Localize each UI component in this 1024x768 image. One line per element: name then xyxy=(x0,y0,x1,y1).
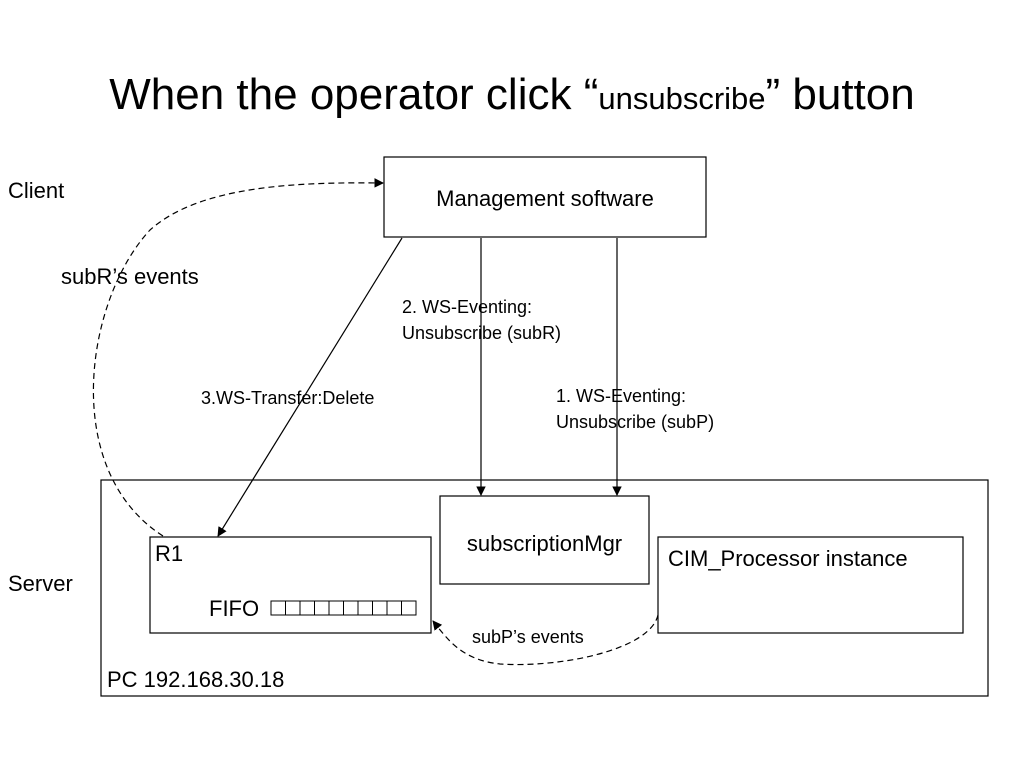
fifo-cell xyxy=(386,600,402,616)
title-prefix: When the operator click “ xyxy=(109,70,599,119)
fifo-cell xyxy=(285,600,301,616)
arrow-ws-transfer-delete xyxy=(217,237,403,537)
subscription-mgr-box xyxy=(439,495,650,585)
cim-processor-label: CIM_Processor instance xyxy=(668,546,908,571)
arrow-subp-events xyxy=(432,614,659,666)
fifo-cell xyxy=(328,600,344,616)
fifo-cell xyxy=(343,600,359,616)
fifo-cell xyxy=(270,600,286,616)
fifo-cell xyxy=(357,600,373,616)
ws-eventing-subp-label-line1: 1. WS-Eventing: xyxy=(556,386,687,406)
fifo-cell xyxy=(299,600,315,616)
pc-server-box xyxy=(100,479,989,697)
fifo-queue xyxy=(270,600,417,616)
title-suffix: ” button xyxy=(765,70,915,119)
server-label: Server xyxy=(8,571,73,596)
subscription-mgr-label: subscriptionMgr xyxy=(466,531,623,556)
pc-address-label: PC 192.168.30.18 xyxy=(107,667,285,692)
title-keyword: unsubscribe xyxy=(598,81,766,116)
management-software-box xyxy=(383,156,707,238)
subp-events-label: subP’s events xyxy=(472,627,584,647)
ws-transfer-delete-label: 3.WS-Transfer:Delete xyxy=(201,388,375,408)
fifo-cell xyxy=(314,600,330,616)
fifo-cell xyxy=(401,600,417,616)
page-title: When the operator click “unsubscribe” bu… xyxy=(0,70,1024,120)
fifo-label: FIFO xyxy=(209,596,260,621)
client-label: Client xyxy=(8,178,65,203)
subr-events-label: subR’s events xyxy=(61,264,199,289)
r1-label: R1 xyxy=(155,541,184,566)
r1-box xyxy=(149,536,432,634)
ws-eventing-subr-label-line1: 2. WS-Eventing: xyxy=(402,297,533,317)
management-software-label: Management software xyxy=(436,186,654,211)
ws-eventing-subp-label-line2: Unsubscribe (subP) xyxy=(556,412,715,432)
arrow-subr-events xyxy=(92,178,384,537)
ws-eventing-subr-label-line2: Unsubscribe (subR) xyxy=(402,323,562,343)
fifo-cell xyxy=(372,600,388,616)
cim-processor-box xyxy=(657,536,964,634)
